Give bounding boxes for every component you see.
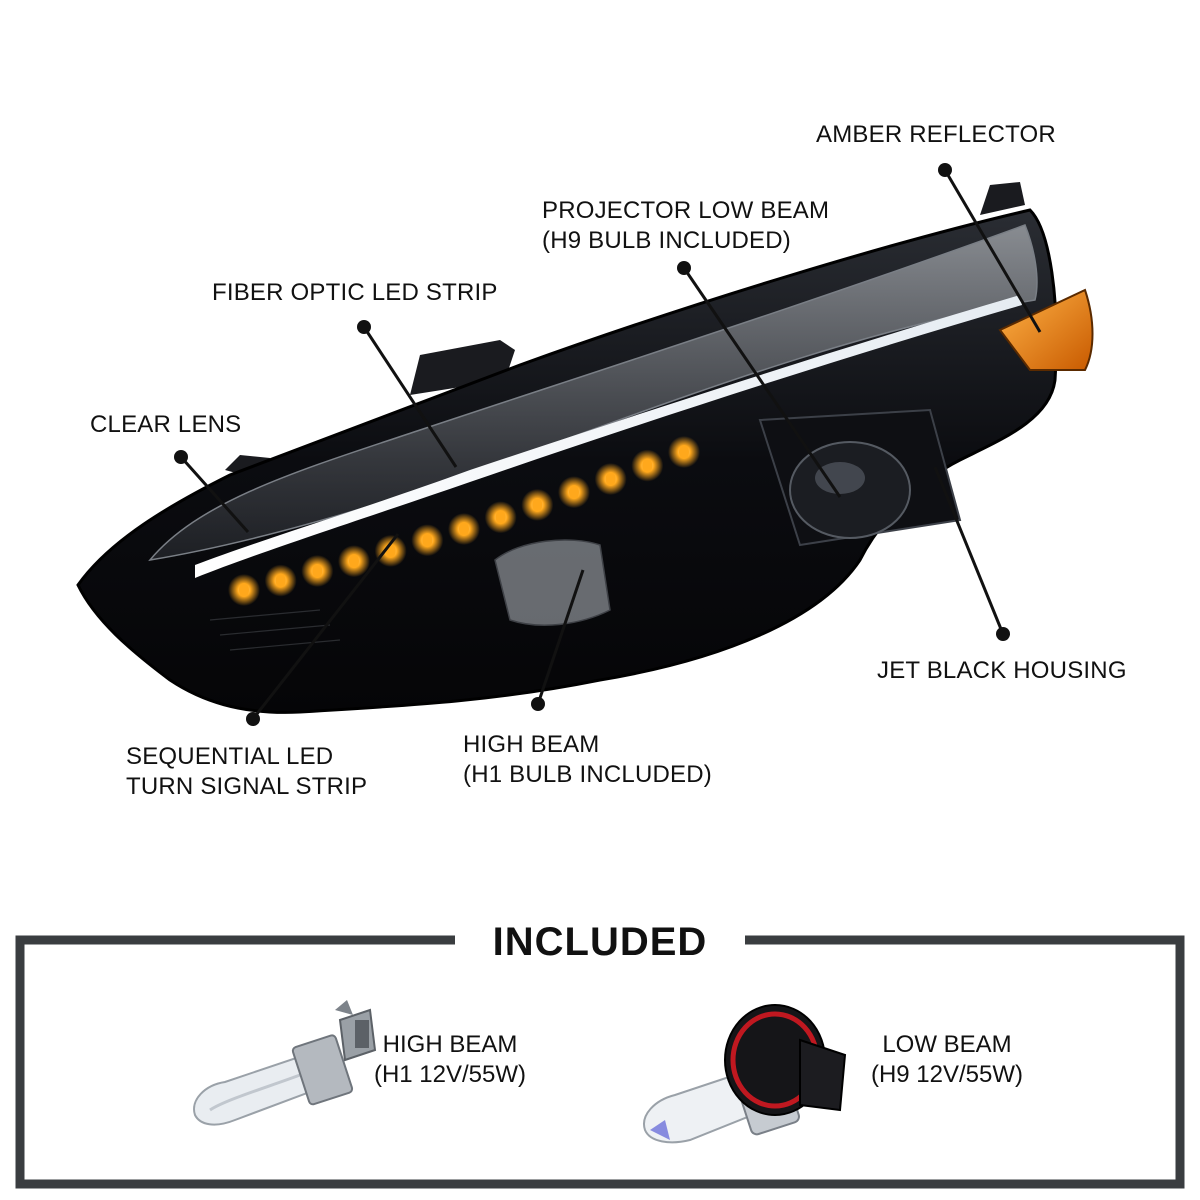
amber-reflector — [998, 288, 1094, 371]
callout-text: PROJECTOR LOW BEAM — [542, 197, 830, 224]
callout-text: (H9 BULB INCLUDED) — [542, 227, 791, 254]
callout-text: (H1 BULB INCLUDED) — [463, 761, 712, 788]
callout-high-beam: HIGH BEAM (H1 BULB INCLUDED) — [463, 730, 712, 790]
callout-text: JET BLACK HOUSING — [877, 657, 1127, 684]
sequential-led-leader — [251, 533, 400, 720]
callout-dots — [174, 163, 1010, 726]
lower-reflector-lines — [209, 609, 341, 651]
clear-lens-leader — [179, 456, 250, 533]
bulb-label-line: HIGH BEAM — [382, 1031, 518, 1058]
led-dot — [532, 497, 543, 512]
amber-reflector-leader — [943, 169, 1042, 333]
callout-amber-reflector: AMBER REFLECTOR — [816, 120, 1056, 150]
led-dot — [422, 533, 433, 548]
led-dot — [312, 564, 323, 578]
h1-bulb-icon — [193, 1000, 377, 1126]
projector-leader — [682, 267, 842, 498]
bulb-label-line: LOW BEAM — [882, 1031, 1012, 1058]
led-dot — [275, 573, 286, 588]
led-dot — [459, 522, 469, 536]
mount-tab — [980, 182, 1025, 215]
included-item-high-beam: HIGH BEAM (H1 12V/55W) — [370, 1030, 530, 1090]
included-title: INCLUDED — [455, 916, 745, 968]
high-beam-reflector — [494, 539, 611, 626]
callout-projector-low-beam: PROJECTOR LOW BEAM (H9 BULB INCLUDED) — [542, 196, 829, 256]
callout-jet-black-housing: JET BLACK HOUSING — [877, 656, 1127, 686]
callout-clear-lens: CLEAR LENS — [90, 410, 241, 440]
callout-text: SEQUENTIAL LED — [126, 743, 334, 770]
led-dot — [642, 458, 653, 473]
callout-text: AMBER REFLECTOR — [816, 121, 1056, 148]
fiber-optic-strip — [195, 295, 1022, 578]
included-item-low-beam: LOW BEAM (H9 12V/55W) — [862, 1030, 1032, 1090]
headlight-illustration — [76, 163, 1094, 726]
led-dot — [495, 510, 506, 525]
callout-sequential-led: SEQUENTIAL LED TURN SIGNAL STRIP — [126, 742, 367, 802]
high-beam-leader — [536, 569, 585, 705]
led-dot — [605, 472, 616, 486]
sequential-led-dots — [228, 436, 700, 606]
led-dot — [569, 485, 579, 500]
fiber-optic-leader — [362, 326, 458, 468]
bulb-label-line: (H9 12V/55W) — [870, 1061, 1024, 1088]
led-dot — [679, 445, 689, 459]
led-dot — [239, 583, 249, 597]
h9-bulb-icon — [643, 1004, 847, 1144]
callout-lines — [179, 169, 1042, 720]
housing-leader — [933, 466, 1005, 635]
led-dot — [349, 554, 359, 569]
callout-text: FIBER OPTIC LED STRIP — [212, 279, 498, 306]
callout-text: HIGH BEAM — [463, 731, 600, 758]
callout-fiber-optic: FIBER OPTIC LED STRIP — [212, 278, 498, 308]
callout-text: TURN SIGNAL STRIP — [126, 773, 368, 800]
callout-text: CLEAR LENS — [90, 411, 242, 438]
bulb-label-line: (H1 12V/55W) — [373, 1061, 527, 1088]
